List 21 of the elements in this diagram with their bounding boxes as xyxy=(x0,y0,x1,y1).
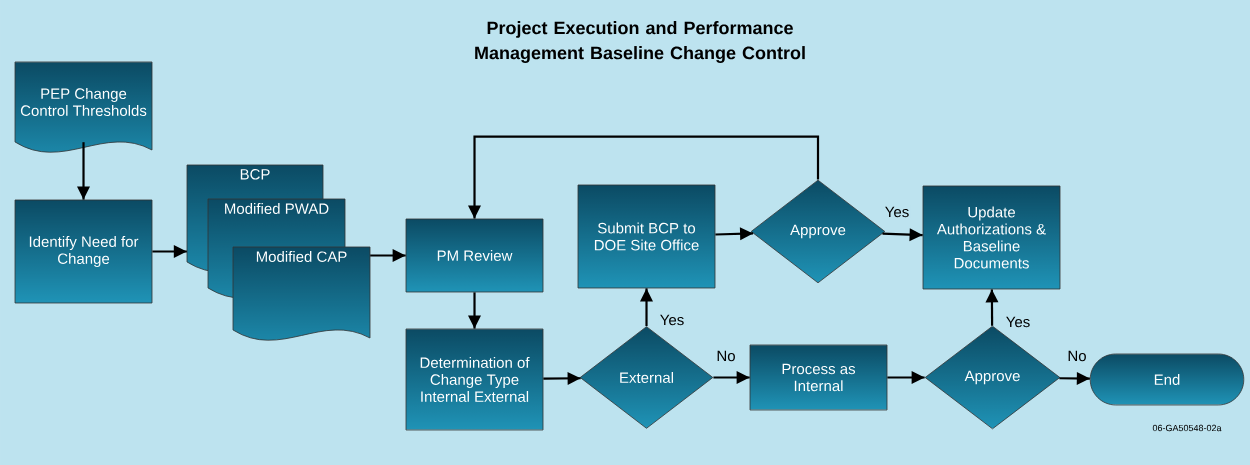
arrow xyxy=(468,135,820,219)
arrow xyxy=(370,249,406,262)
arrow xyxy=(715,227,754,241)
process-box: Submit BCP to DOE Site Office xyxy=(577,184,716,289)
arrow xyxy=(543,371,581,385)
arrow xyxy=(713,371,750,384)
process-box: Process as Internal xyxy=(749,344,888,411)
arrow xyxy=(77,142,90,200)
process-box: Identify Need for Change xyxy=(14,199,153,304)
arrow xyxy=(640,288,653,327)
arrow xyxy=(468,292,481,329)
title: Project Execution and Performance Management Baseline Change Control xyxy=(475,21,805,63)
process-box: PM Review xyxy=(405,218,544,293)
arrow xyxy=(1059,371,1090,385)
arrow xyxy=(882,228,923,242)
process-box: Determination of Change Type Internal External xyxy=(405,328,544,431)
arrow xyxy=(985,289,999,326)
arrow xyxy=(152,245,187,258)
figure-code: 06-GA50548-02a xyxy=(1152,424,1222,432)
arrow xyxy=(887,371,925,384)
process-box: Update Authorizations & Baseline Documents xyxy=(922,185,1061,290)
